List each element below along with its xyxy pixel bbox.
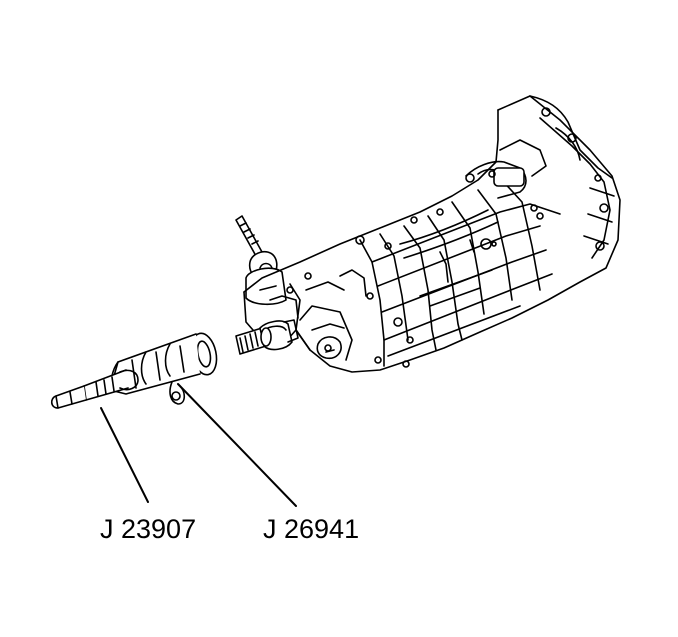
transmission-case [243,95,621,373]
callout-label-j23907: J 23907 [100,514,197,544]
tool-j26941 [109,332,218,405]
callout-label-j26941: J 26941 [263,514,360,544]
shift-lever [235,215,287,306]
leader-line-j23907 [100,407,149,503]
leader-line-j26941 [177,383,297,507]
input-shaft [235,319,299,355]
tool-j23907 [50,369,139,409]
